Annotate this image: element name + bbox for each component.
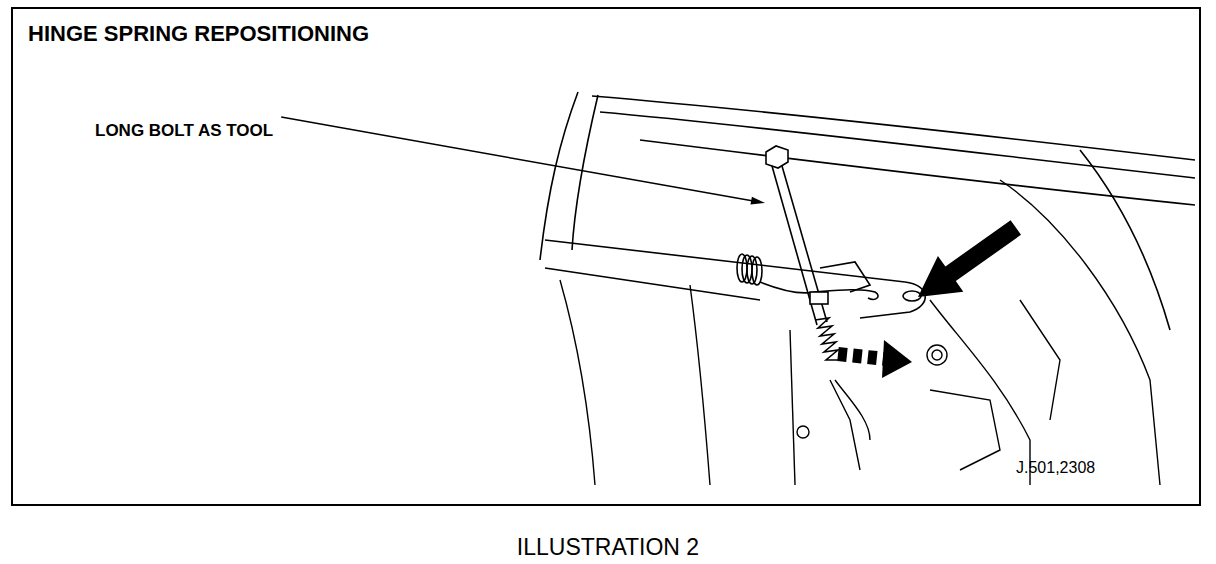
reference-code: J.501,2308	[1016, 459, 1095, 477]
hinge-arm	[545, 268, 760, 300]
body-panel	[930, 300, 1030, 485]
body-panel	[797, 426, 809, 438]
movement-arrow	[838, 354, 886, 359]
long-bolt	[810, 292, 828, 304]
frame-border	[12, 8, 1200, 505]
body-panel	[560, 280, 595, 485]
part-label: LONG BOLT AS TOOL	[95, 122, 273, 141]
leader-line	[751, 197, 766, 205]
hinge-arm	[820, 262, 870, 292]
long-bolt	[815, 318, 838, 360]
body-panel	[560, 180, 1160, 485]
hinge-arm	[860, 282, 925, 318]
body-panel	[927, 345, 947, 365]
long-bolt	[782, 166, 827, 322]
body-panel	[1020, 300, 1060, 420]
hinge-arm	[903, 291, 921, 301]
body-panel	[930, 390, 1000, 470]
long-bolt	[766, 146, 788, 168]
long-bolt	[766, 146, 838, 360]
hinge-spring	[752, 257, 762, 285]
movement-arrow	[882, 340, 912, 378]
direction-arrow	[918, 220, 1021, 297]
trunk-lid	[600, 112, 1195, 178]
hinge-arm	[545, 240, 925, 318]
body-panel	[690, 285, 710, 485]
body-panel	[790, 330, 795, 485]
trunk-lid	[540, 92, 578, 260]
trunk-lid	[1080, 150, 1170, 330]
figure-caption: ILLUSTRATION 2	[517, 535, 699, 560]
body-panel	[1000, 180, 1160, 485]
leader-line	[281, 117, 765, 204]
body-panel	[835, 380, 870, 440]
movement-arrow	[838, 340, 912, 378]
direction-arrow	[918, 220, 1021, 297]
trunk-lid	[592, 96, 1195, 160]
body-panel	[932, 350, 942, 360]
leader-line	[281, 117, 752, 201]
trunk-lid	[540, 92, 1195, 330]
diagram-title: HINGE SPRING REPOSITIONING	[28, 22, 369, 46]
